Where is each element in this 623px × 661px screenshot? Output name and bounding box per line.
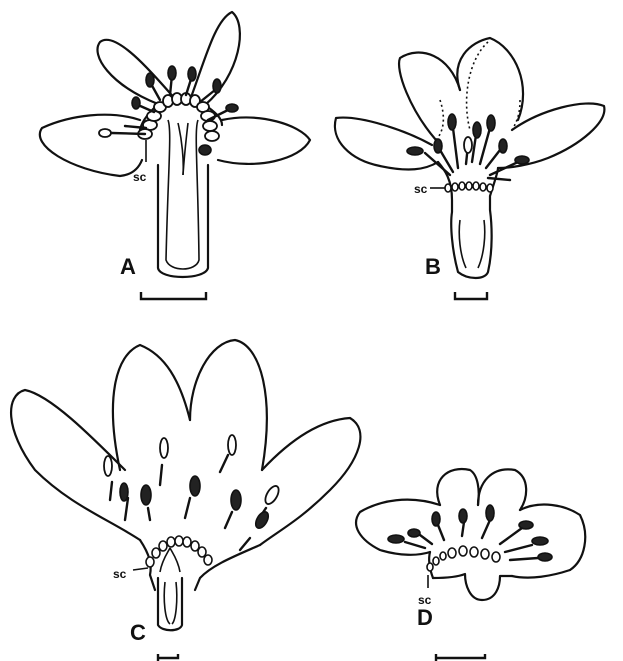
panel-a-scale-bar	[141, 292, 206, 299]
panel-b-stamens	[407, 114, 529, 180]
panel-c-label: C	[130, 620, 146, 645]
panel-a: sc A	[40, 12, 310, 299]
panel-c-glands	[146, 536, 212, 567]
panel-c-sc-pointer	[133, 568, 148, 570]
panel-d: sc D	[356, 469, 585, 661]
panel-b-base	[438, 162, 498, 278]
panel-a-tube	[158, 120, 208, 277]
panel-c-stamens	[104, 435, 281, 550]
panel-c-scale-bar	[158, 654, 178, 661]
panel-c-sc-label: sc	[113, 567, 127, 581]
panel-d-glands	[427, 546, 500, 571]
panel-b-label: B	[425, 254, 441, 279]
panel-d-scale-bar	[436, 654, 485, 661]
panel-b: sc B	[335, 38, 604, 299]
panel-c-petals	[11, 340, 360, 590]
panel-a-label: A	[120, 254, 136, 279]
panel-a-sc-label: sc	[133, 170, 147, 184]
panel-d-label: D	[417, 605, 433, 630]
panel-a-stamens	[99, 66, 238, 155]
panel-b-scale-bar	[455, 292, 487, 299]
panel-b-sc-label: sc	[414, 182, 428, 196]
panel-c-base	[158, 548, 182, 630]
panel-d-petals	[356, 469, 585, 578]
panel-c: sc C	[11, 340, 360, 661]
panel-d-base	[433, 574, 512, 600]
